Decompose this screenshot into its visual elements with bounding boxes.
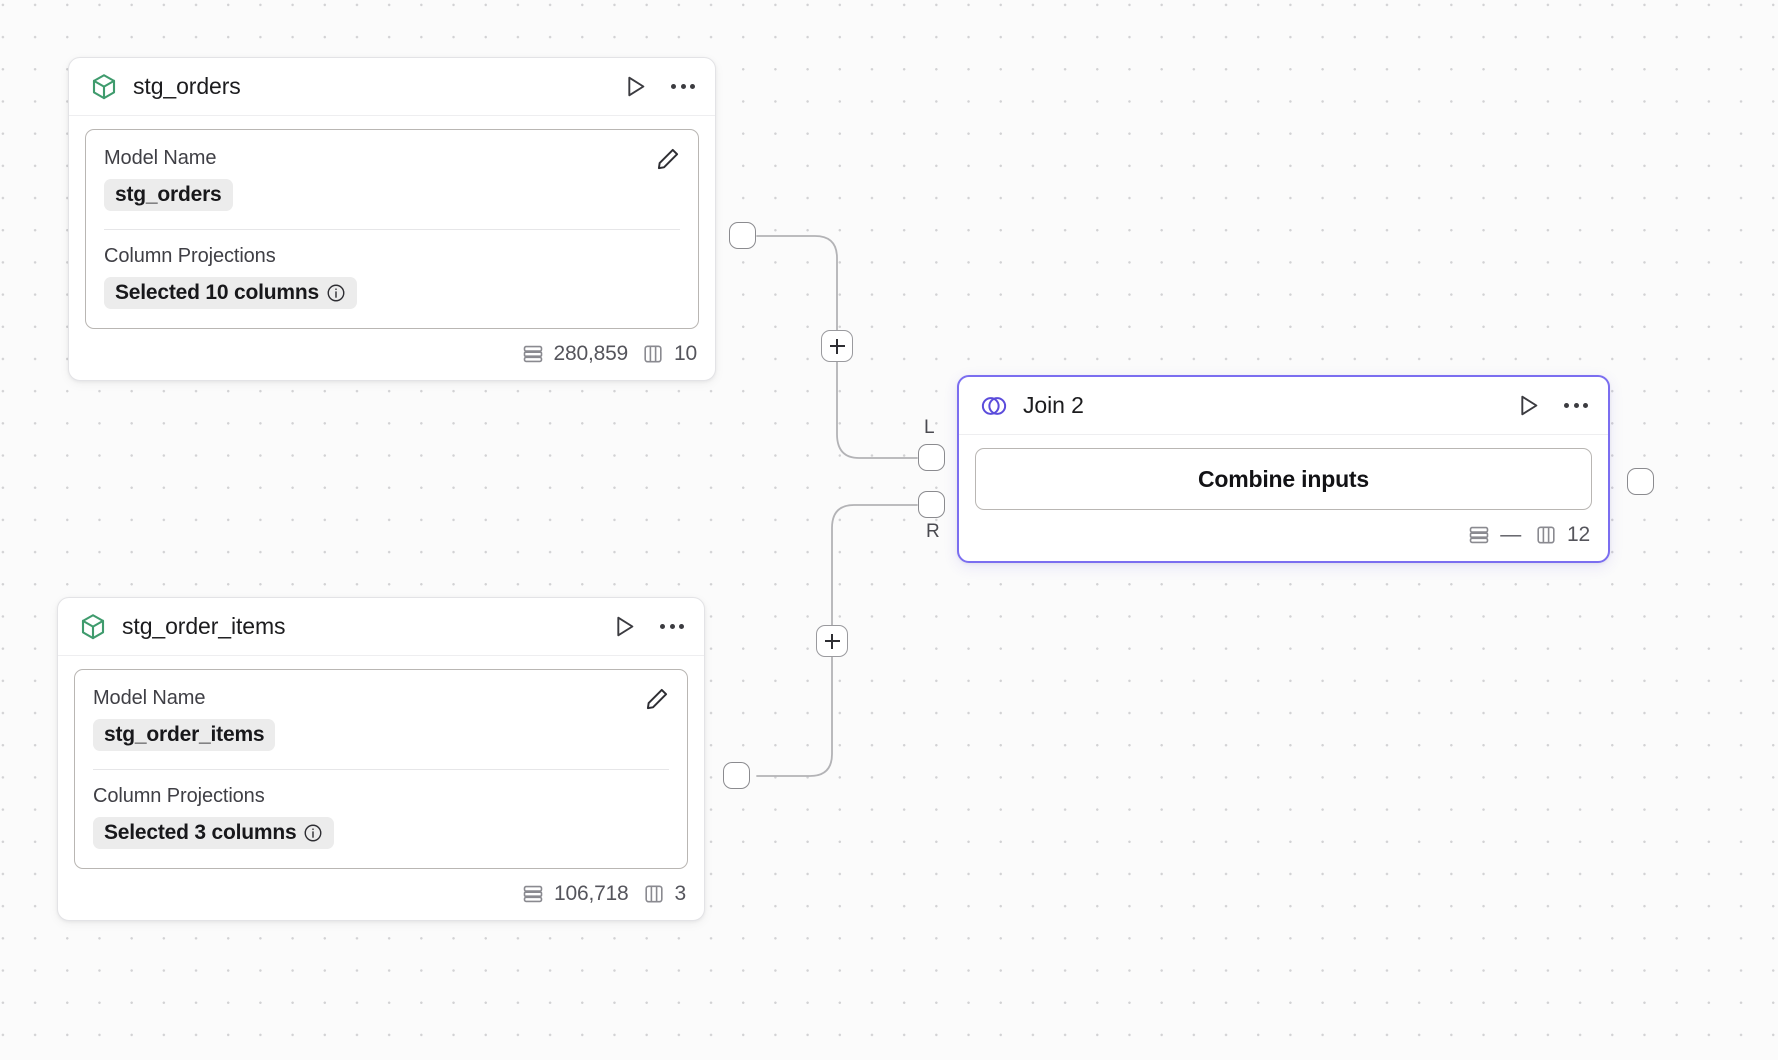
columns-icon xyxy=(641,342,665,366)
info-icon[interactable] xyxy=(326,283,346,303)
run-node-button[interactable] xyxy=(1513,390,1544,421)
output-port-stg-orders[interactable] xyxy=(729,222,756,249)
node-header: stg_orders xyxy=(69,58,715,116)
row-count-stat: 106,718 xyxy=(521,882,629,906)
column-projections-value: Selected 3 columns xyxy=(104,821,297,844)
row-count-stat: 280,859 xyxy=(521,342,629,366)
output-port-stg-order-items[interactable] xyxy=(723,762,750,789)
model-name-label: Model Name xyxy=(104,147,217,169)
rows-value: 106,718 xyxy=(554,882,629,905)
add-node-on-edge-button-top[interactable] xyxy=(821,330,853,362)
rows-icon xyxy=(521,882,545,906)
ellipsis-icon xyxy=(1564,403,1588,408)
model-name-chip[interactable]: stg_order_items xyxy=(93,719,276,751)
model-name-value: stg_orders xyxy=(115,183,222,206)
combine-inputs-button[interactable]: Combine inputs xyxy=(975,448,1592,510)
model-name-label: Model Name xyxy=(93,687,206,709)
edit-model-button[interactable] xyxy=(653,144,683,174)
rows-icon xyxy=(1467,523,1491,547)
columns-value: 3 xyxy=(674,882,687,905)
cube-icon xyxy=(89,72,119,102)
column-projections-chip[interactable]: Selected 3 columns xyxy=(93,817,335,849)
cube-icon xyxy=(78,612,108,642)
node-more-menu-button[interactable] xyxy=(1562,401,1590,410)
columns-icon xyxy=(1534,523,1558,547)
rows-value: 280,859 xyxy=(553,342,629,365)
column-projections-value: Selected 10 columns xyxy=(115,281,319,304)
input-port-join-right[interactable] xyxy=(918,491,945,518)
columns-value: 10 xyxy=(674,342,697,365)
column-count-stat: 3 xyxy=(642,882,686,906)
column-projections-label: Column Projections xyxy=(104,245,276,267)
column-count-stat: 10 xyxy=(641,342,697,366)
row-count-stat: — xyxy=(1467,523,1521,547)
node-title: stg_orders xyxy=(133,73,241,99)
input-port-right-label: R xyxy=(926,521,940,542)
node-stats: 106,718 3 xyxy=(58,869,704,920)
node-stg-orders[interactable]: stg_orders xyxy=(68,57,716,381)
node-header: Join 2 xyxy=(959,377,1608,435)
node-stg-order-items[interactable]: stg_order_items xyxy=(57,597,705,921)
node-body: Combine inputs xyxy=(959,435,1608,510)
node-header: stg_order_items xyxy=(58,598,704,656)
add-node-on-edge-button-bottom[interactable] xyxy=(816,625,848,657)
node-body: Model Name stg_order_items Column Projec… xyxy=(58,656,704,869)
input-port-left-label: L xyxy=(924,417,935,438)
node-body: Model Name stg_orders Column Projections… xyxy=(69,116,715,329)
model-config-box: Model Name stg_order_items Column Projec… xyxy=(74,669,688,869)
rows-value: — xyxy=(1500,523,1522,546)
rows-icon xyxy=(521,342,545,366)
column-count-stat: 12 xyxy=(1534,523,1590,547)
run-node-button[interactable] xyxy=(609,611,640,642)
field-divider xyxy=(104,229,680,230)
column-projections-label: Column Projections xyxy=(93,785,265,807)
node-more-menu-button[interactable] xyxy=(658,622,686,631)
input-port-join-left[interactable] xyxy=(918,444,945,471)
columns-icon xyxy=(642,882,666,906)
output-port-join-2[interactable] xyxy=(1627,468,1654,495)
node-title: Join 2 xyxy=(1023,392,1084,418)
venn-join-icon xyxy=(979,391,1009,421)
column-projections-chip[interactable]: Selected 10 columns xyxy=(104,277,357,309)
node-more-menu-button[interactable] xyxy=(669,82,697,91)
columns-value: 12 xyxy=(1567,523,1590,546)
model-name-value: stg_order_items xyxy=(104,723,265,746)
edit-model-button[interactable] xyxy=(642,684,672,714)
ellipsis-icon xyxy=(671,84,695,89)
field-divider xyxy=(93,769,669,770)
node-stats: 280,859 10 xyxy=(69,329,715,380)
node-stats: — 12 xyxy=(959,510,1608,561)
info-icon[interactable] xyxy=(303,823,323,843)
node-join-2[interactable]: Join 2 Combine inputs xyxy=(957,375,1610,563)
ellipsis-icon xyxy=(660,624,684,629)
model-name-chip[interactable]: stg_orders xyxy=(104,179,233,211)
run-node-button[interactable] xyxy=(620,71,651,102)
node-title: stg_order_items xyxy=(122,613,286,639)
model-config-box: Model Name stg_orders Column Projections… xyxy=(85,129,699,329)
